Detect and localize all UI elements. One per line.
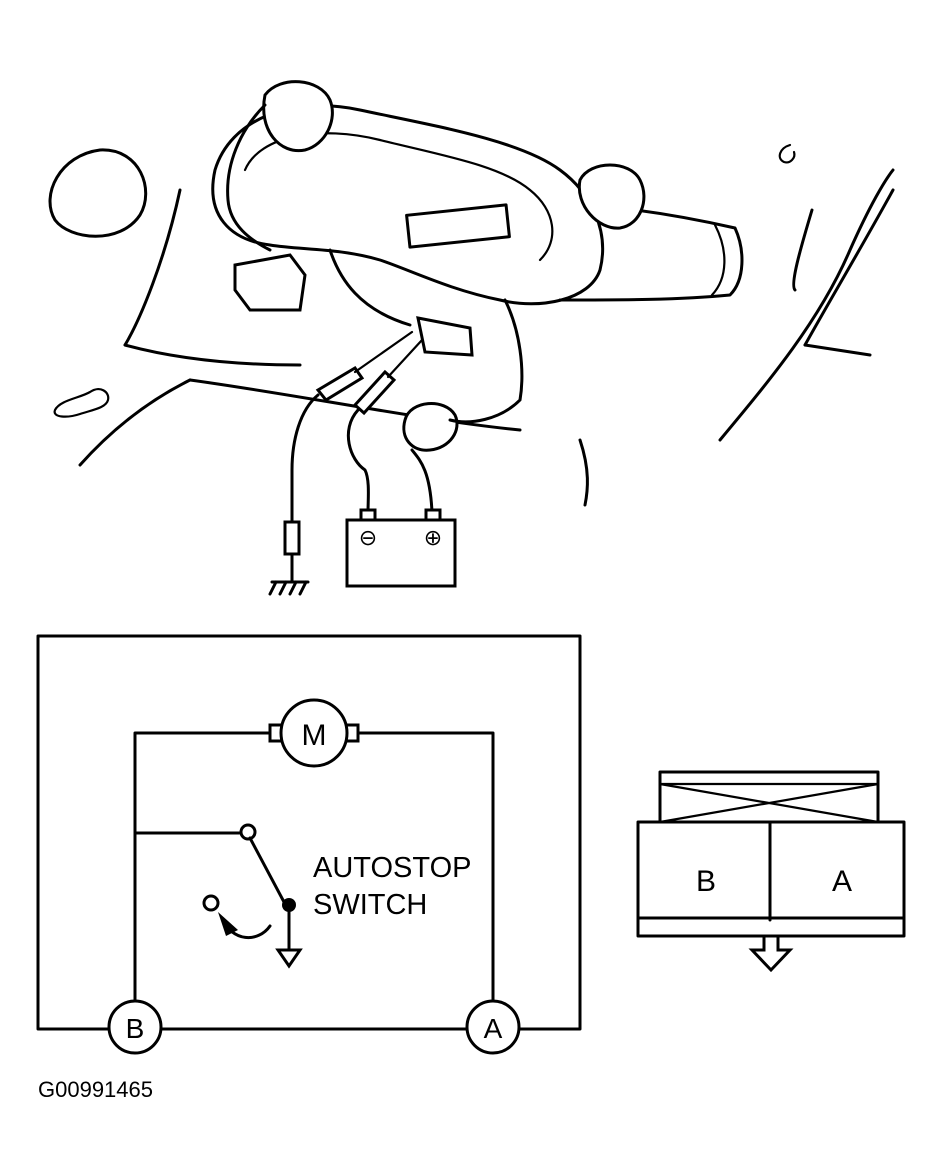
battery-positive-terminal-symbol: ⊕ <box>424 525 442 550</box>
motor-label-plate <box>405 203 511 249</box>
battery-positive-post <box>424 508 442 522</box>
mount-boss-top-left <box>262 80 334 153</box>
terminal-b-label: B <box>126 1013 145 1044</box>
motor-label: M <box>302 719 327 752</box>
body-panel-right-ledge <box>803 343 872 357</box>
probe-tip-ground <box>353 330 414 374</box>
battery-case <box>345 518 457 588</box>
body-panel-right-inner <box>803 188 895 347</box>
test-probe-ground <box>315 365 365 402</box>
terminal-a-label: A <box>484 1013 503 1044</box>
switch-pivot-contact <box>239 823 257 841</box>
body-hole-outline <box>48 148 148 238</box>
body-panel-lower-curve <box>78 378 192 467</box>
motor-symbol <box>279 698 349 768</box>
body-panel-contour-left <box>123 188 182 347</box>
terminal-b <box>107 999 163 1055</box>
circuit-outer-frame <box>36 634 582 1031</box>
figure-id-label: G00991465 <box>38 1077 153 1102</box>
body-panel-right-stem <box>792 208 814 292</box>
body-panel-right-curve <box>578 438 589 507</box>
connector-cell-a-label: A <box>832 865 852 898</box>
motor-connector <box>416 316 474 357</box>
circuit-schematic: M AUTOSTOP SWITCH B A <box>36 634 582 1055</box>
switch-lever <box>248 836 286 904</box>
motor-housing-inner <box>243 132 554 262</box>
body-small-hook <box>778 143 796 164</box>
wire-right-vertical <box>348 731 495 1010</box>
connector-direction-arrow <box>748 934 794 973</box>
connector-latch <box>658 770 880 824</box>
motor-housing-outline <box>211 104 605 306</box>
battery-negative-terminal-symbol: ⊖ <box>359 525 377 550</box>
connector-cell-b-label: B <box>696 865 716 898</box>
ground-symbol <box>268 580 310 596</box>
lead-battery-negative <box>346 408 370 514</box>
motor-cylinder-band <box>710 223 726 297</box>
probe-tip-positive <box>386 338 424 379</box>
wire-left-vertical <box>133 731 280 1010</box>
body-panel-contour-top <box>123 343 302 367</box>
test-probe-positive <box>352 369 397 416</box>
harness-wire-mid <box>328 248 412 327</box>
body-panel-right-edge <box>718 168 895 442</box>
switch-ground-arrow <box>275 948 303 969</box>
switch-rotation-arrowhead <box>218 912 238 936</box>
lead-battery-positive <box>410 448 434 514</box>
mount-boss-bottom <box>402 402 459 452</box>
terminal-a <box>465 999 521 1055</box>
autostop-switch-label-line2: SWITCH <box>313 889 427 921</box>
harness-connector-left <box>233 253 307 312</box>
harness-wire-left <box>226 103 272 252</box>
motor-cylinder <box>558 203 744 302</box>
ground-fuse <box>283 520 301 556</box>
lead-ground <box>290 393 320 524</box>
battery-negative-post <box>359 508 377 522</box>
autostop-switch-label-line1: AUTOSTOP <box>313 852 471 884</box>
wiper-motor-illustration <box>48 80 895 596</box>
connector-face-view: B A <box>636 770 906 973</box>
body-clip-outline <box>53 388 110 418</box>
switch-ground-contact <box>282 898 296 912</box>
connector-latch-cross <box>658 782 880 824</box>
mount-boss-right <box>577 163 646 230</box>
switch-open-contact <box>202 894 220 912</box>
battery: ⊖ ⊕ <box>345 508 457 588</box>
harness-bracket <box>448 298 524 424</box>
